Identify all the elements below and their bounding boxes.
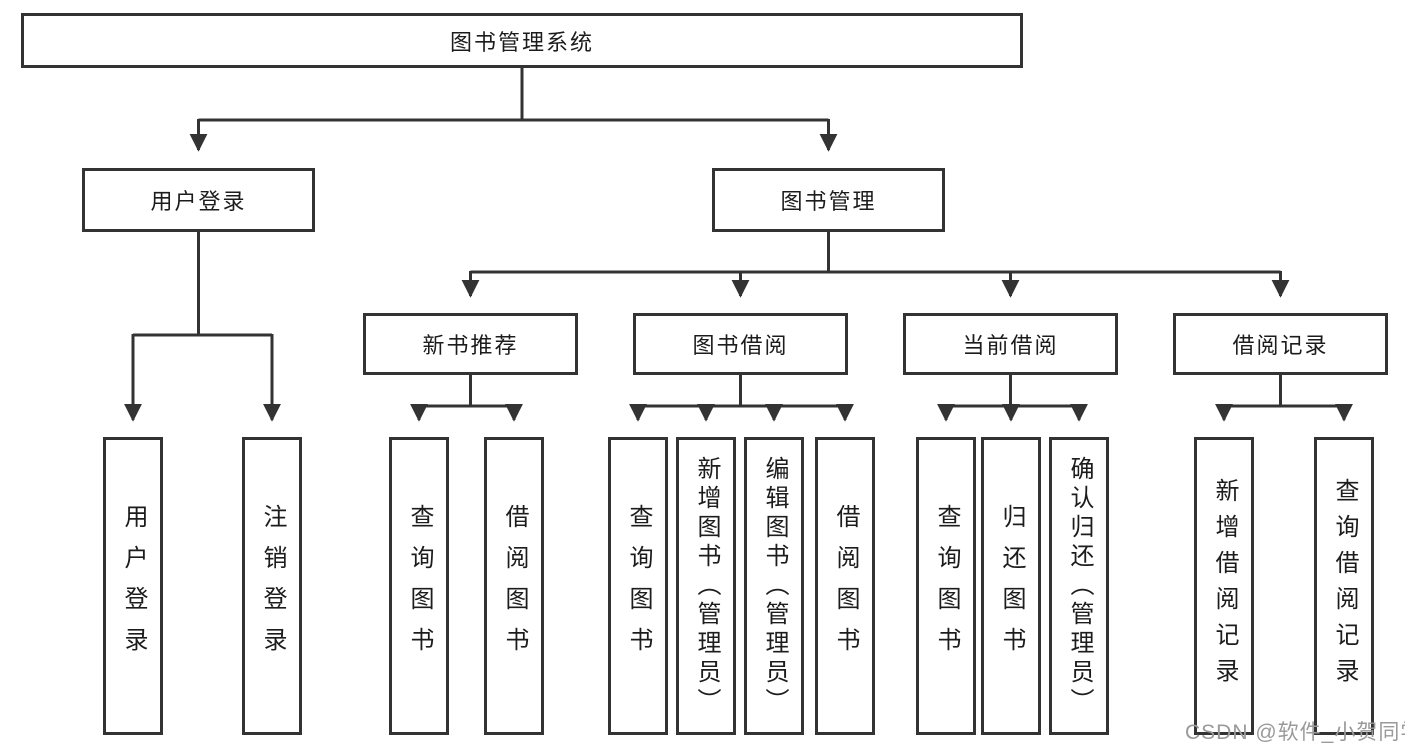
node-label: 归还图书 [998, 504, 1025, 668]
node-current-borrowing: 当前借阅 [903, 313, 1118, 375]
node-label: 借阅图书 [832, 504, 859, 668]
node-borrow-books-recommend: 借阅图书 [484, 437, 544, 735]
node-label: 新增借阅记录 [1211, 478, 1238, 694]
node-user-login: 用户登录 [82, 168, 315, 232]
node-label: 编辑图书（管理员） [761, 455, 788, 717]
node-label: 用户登录 [120, 504, 147, 668]
node-borrow-books: 借阅图书 [815, 437, 875, 735]
node-query-books-borrow: 查询图书 [608, 437, 668, 735]
node-logout: 注销登录 [242, 437, 302, 735]
node-book-management: 图书管理 [712, 168, 945, 232]
node-label: 新增图书（管理员） [693, 455, 720, 717]
node-new-book-recommendation: 新书推荐 [363, 313, 578, 375]
node-label: 新书推荐 [422, 333, 519, 358]
node-book-borrowing: 图书借阅 [633, 313, 848, 375]
csdn-watermark: CSDN @软件_小贺同学 [1185, 721, 1405, 744]
node-borrowing-records: 借阅记录 [1173, 313, 1388, 375]
node-add-borrow-record: 新增借阅记录 [1194, 437, 1254, 735]
node-label: 用户登录 [150, 189, 247, 214]
node-confirm-return-admin: 确认归还（管理员） [1049, 437, 1109, 735]
node-add-book-admin: 新增图书（管理员） [676, 437, 736, 735]
node-label: 当前借阅 [962, 333, 1059, 358]
node-label: 图书管理系统 [449, 29, 594, 55]
node-label: 查询借阅记录 [1331, 478, 1358, 694]
node-label: 注销登录 [259, 504, 286, 668]
node-label: 借阅图书 [501, 504, 528, 668]
node-label: 查询图书 [406, 504, 433, 668]
node-label: 查询图书 [933, 504, 960, 668]
node-query-borrow-record: 查询借阅记录 [1314, 437, 1374, 735]
node-query-books-recommend: 查询图书 [389, 437, 449, 735]
node-label: 图书管理 [780, 189, 877, 214]
node-label: 图书借阅 [692, 333, 789, 358]
node-label: 确认归还（管理员） [1066, 455, 1093, 717]
node-library-management-system: 图书管理系统 [21, 13, 1023, 68]
node-user-login-action: 用户登录 [103, 437, 163, 735]
node-query-books-current: 查询图书 [916, 437, 976, 735]
node-return-book: 归还图书 [981, 437, 1041, 735]
node-label: 查询图书 [625, 504, 652, 668]
node-label: 借阅记录 [1232, 333, 1329, 358]
node-edit-book-admin: 编辑图书（管理员） [744, 437, 804, 735]
